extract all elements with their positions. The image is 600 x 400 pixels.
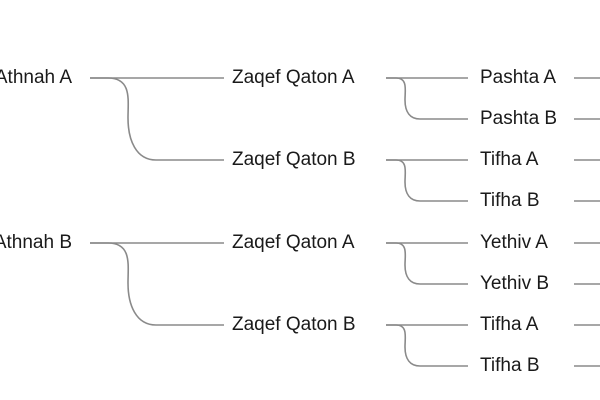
node-tifha-a-1: Tifha A (480, 149, 539, 170)
node-tifha-b-1: Tifha B (480, 190, 540, 211)
node-athnah-b: Athnah B (0, 232, 72, 253)
node-tifha-b-2: Tifha B (480, 355, 540, 376)
node-zaqef-qaton-b-2: Zaqef Qaton B (232, 314, 356, 335)
connector-zaqef-2-tifha-b (386, 159, 468, 202)
node-pashta-b: Pashta B (480, 108, 558, 129)
node-tifha-a-2: Tifha A (480, 314, 539, 335)
connector-athnah-a-zaqef-b (90, 77, 224, 161)
connector-zaqef-3-yethiv-b (386, 242, 468, 285)
node-yethiv-b: Yethiv B (480, 273, 550, 294)
node-pashta-a: Pashta A (480, 67, 557, 88)
node-zaqef-qaton-a-2: Zaqef Qaton A (232, 232, 355, 253)
node-zaqef-qaton-b-1: Zaqef Qaton B (232, 149, 356, 170)
connector-zaqef-1-pashta-b (386, 77, 468, 120)
connector-athnah-b-zaqef-b (90, 242, 224, 326)
node-zaqef-qaton-a-1: Zaqef Qaton A (232, 67, 355, 88)
connector-zaqef-4-tifha-b (386, 324, 468, 367)
node-athnah-a: Athnah A (0, 67, 72, 88)
node-yethiv-a: Yethiv A (480, 232, 548, 253)
